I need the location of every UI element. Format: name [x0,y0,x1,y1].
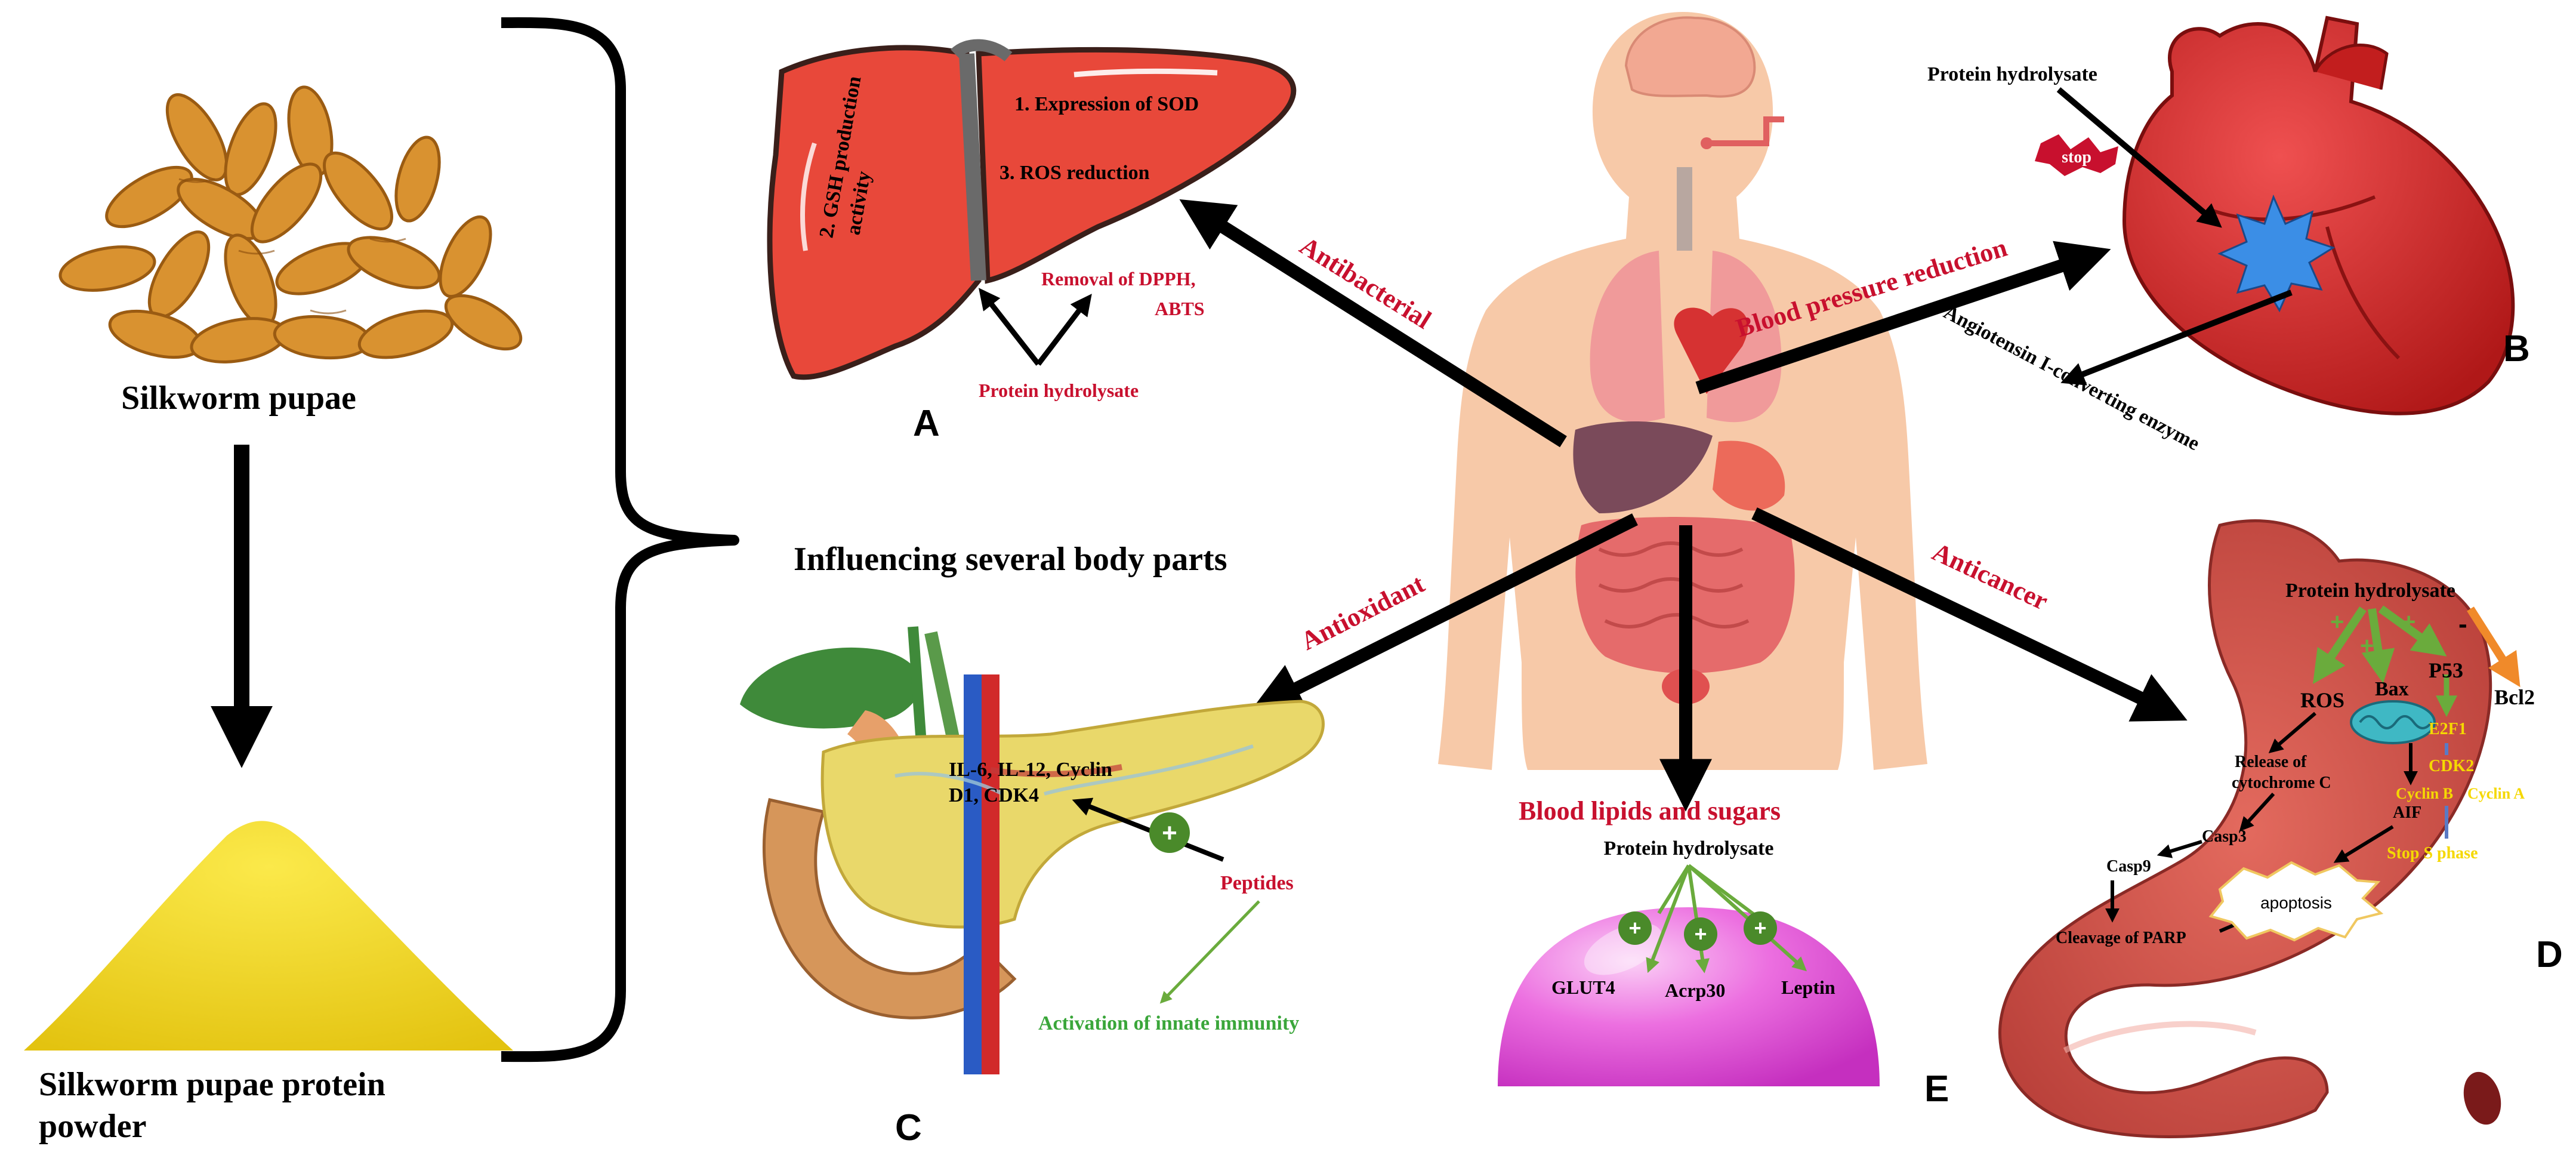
panel-letter-d: D [2536,934,2563,975]
d-plus-3: + [2402,609,2415,635]
d-arrow-bax [2361,608,2395,683]
d-arrow-release [2268,711,2316,754]
d-arrow-p53 [2378,605,2447,657]
immunity-label: Activation of innate immunity [1038,1012,1299,1034]
panel-letter-a: A [913,403,940,444]
d-p53-label: P53 [2429,658,2463,682]
d-release-line1: Release of [2235,753,2307,771]
ace-burst-icon [2217,194,2336,313]
d-arrow-aif-apoptosis [2333,825,2394,863]
e-hydrolysate-label: Protein hydrolysate [1604,837,1774,860]
ros-reduction-label: 3. ROS reduction [999,162,1150,184]
liver-image [767,39,1297,380]
arrow-to-stomach [1751,507,2188,722]
d-arrow-casp3 [2239,792,2275,831]
il-label-line2: D1, CDK4 [949,784,1039,806]
glut4-label: GLUT4 [1551,977,1615,998]
stop-badge: stop [2035,134,2118,176]
powder-label-line1: Silkworm pupae protein [39,1066,385,1103]
e-plus-badge-2: + [1684,917,1717,951]
svg-text:+: + [1162,818,1177,848]
curly-brace [501,17,739,1062]
human-body-image [1438,12,1927,770]
d-release-line2: cytochrome C [2232,774,2331,792]
il-label-line1: IL-6, IL-12, Cyclin [949,759,1112,781]
sod-label: 1. Expression of SOD [1014,93,1199,115]
d-ros-label: ROS [2300,688,2344,712]
d-cyclin-b-label: Cyclin B [2396,785,2453,802]
acrp30-label: Acrp30 [1665,979,1725,1001]
d-aif-label: AIF [2393,803,2421,822]
e-plus-badge-1: + [1618,911,1652,945]
d-bax-label: Bax [2375,678,2409,700]
lipids-sugars-label: Blood lipids and sugars [1519,796,1781,825]
d-arrow-bcl2 [2467,606,2521,688]
d-stop-s-label: Stop S phase [2387,844,2478,862]
heart-image [2122,16,2515,415]
d-arrow-ros [2313,606,2367,684]
d-casp3-label: Casp3 [2202,827,2247,846]
silkworm-pupae-image [58,85,523,364]
ace-arrow [2060,289,2293,386]
c-plus-badge: + [1149,812,1190,853]
mitochondrion-icon [2350,700,2436,744]
pupae-label: Silkworm pupae [121,380,356,417]
e-arrow-glut4 [1646,864,1690,974]
svg-text:stop: stop [2062,148,2091,167]
e-arrow-leptin [1687,864,1807,972]
antioxidant-label: Antioxidant [1296,569,1429,656]
protein-powder-image [24,821,513,1051]
panel-letter-b: B [2503,328,2530,369]
d-e2f1-label: E2F1 [2429,720,2467,738]
e-arrow-glut4b [1657,864,1690,914]
d-cdk2-label: CDK2 [2429,757,2474,775]
peptides-label: Peptides [1220,872,1294,894]
powder-label-line2: powder [39,1108,146,1145]
svg-text:+: + [1754,916,1766,940]
liver-arrow-left [979,288,1041,366]
d-hydrolysate-label: Protein hydrolysate [2285,580,2455,602]
leptin-label: Leptin [1781,977,1835,998]
svg-text:+: + [1694,922,1707,946]
b-hydrolysate-label: Protein hydrolysate [1927,63,2097,85]
d-arrow-casp9 [2157,840,2202,858]
center-label: Influencing several body parts [794,541,1227,578]
e-arrow-leptin2 [1687,864,1761,921]
pancreas-image [740,626,1325,1074]
arrow-to-heart [1695,241,2111,395]
svg-text:+: + [1628,916,1641,940]
d-plus-1: + [2330,609,2344,635]
d-casp9-label: Casp9 [2106,857,2151,876]
ace-label: Angiotensin I-converting enzyme [1940,301,2203,455]
svg-text:apoptosis: apoptosis [2260,894,2332,912]
dpph-label-line1: Removal of DPPH, [1041,268,1196,289]
dpph-label-line2: ABTS [1155,298,1205,319]
panel-letter-e: E [1924,1068,1949,1110]
d-minus: - [2458,609,2467,639]
liver-hydrolysate-label: Protein hydrolysate [979,380,1139,401]
arrow-to-pancreas [1250,513,1638,712]
d-bcl2-label: Bcl2 [2494,685,2535,709]
d-plus-2: + [2360,633,2374,659]
liver-arrow-right [1036,294,1092,366]
panel-letter-c: C [895,1107,922,1148]
stomach-image [1998,519,2501,1138]
d-parp-label: Cleavage of PARP [2056,929,2186,947]
b-hydrolysate-arrow [2056,87,2222,228]
apoptosis-burst: apoptosis [2208,861,2384,942]
d-cyclin-a-label: Cyclin A [2467,785,2525,802]
e-plus-badge-3: + [1744,911,1777,945]
immunity-arrow [1159,900,1260,1004]
arrow-to-liver [1179,199,1567,448]
